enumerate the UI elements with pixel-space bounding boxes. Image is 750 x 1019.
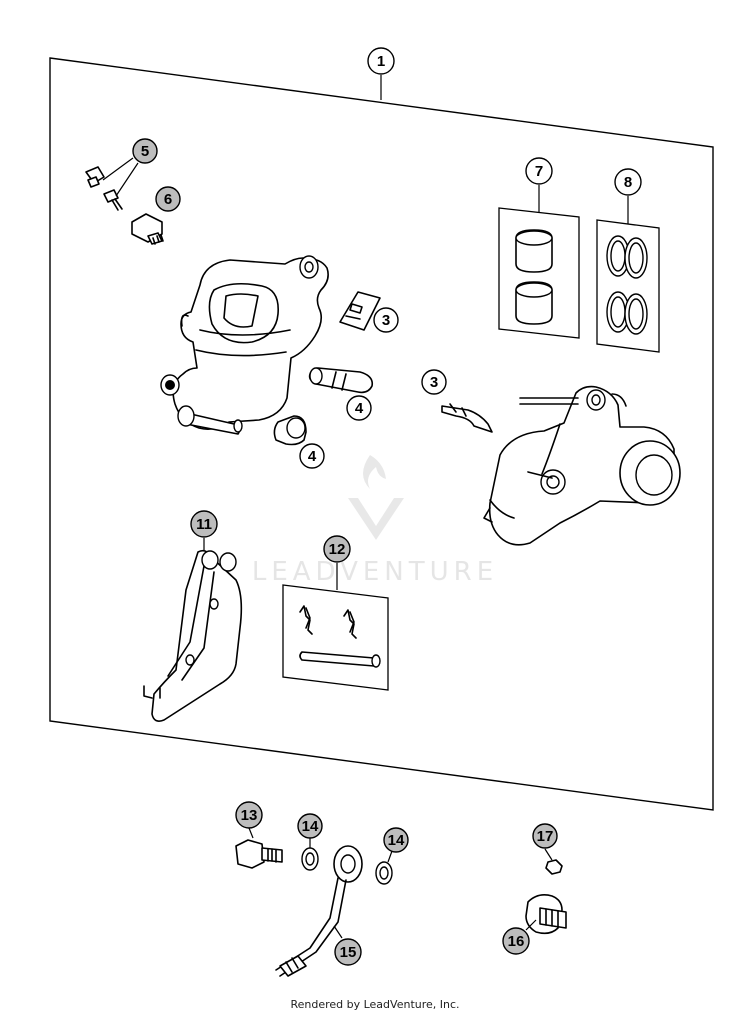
callout-4-lower: 4 (299, 443, 325, 469)
svg-text:1: 1 (377, 53, 385, 70)
svg-text:3: 3 (382, 312, 390, 329)
callout-3-upper: 3 (373, 307, 399, 333)
svg-text:6: 6 (164, 191, 172, 208)
svg-text:14: 14 (302, 818, 319, 835)
callout-17: 17 (532, 823, 558, 849)
svg-text:12: 12 (329, 541, 346, 558)
pad-spring-part (339, 291, 381, 331)
callout-14-left: 14 (297, 813, 323, 839)
callout-8: 8 (614, 168, 642, 196)
svg-text:4: 4 (355, 400, 364, 417)
plug-part (525, 894, 567, 935)
bleeder-screw-part (85, 157, 139, 211)
watermark-text: LEADVENTURE (252, 557, 498, 587)
seals-kit (596, 196, 660, 353)
slide-pin-part (308, 367, 374, 394)
svg-text:16: 16 (508, 933, 525, 950)
cap-part (544, 848, 563, 875)
kit-sheet-outline (49, 57, 714, 811)
svg-text:13: 13 (241, 807, 258, 824)
callout-6: 6 (155, 186, 181, 212)
callout-14-right: 14 (383, 827, 409, 853)
callout-13: 13 (235, 801, 263, 829)
bushing-part (273, 415, 307, 446)
sealing-washer-part (301, 838, 393, 885)
svg-text:5: 5 (141, 143, 149, 160)
brake-hose-part (275, 845, 363, 977)
svg-text:15: 15 (340, 944, 357, 961)
svg-text:17: 17 (537, 828, 554, 845)
callout-4-upper: 4 (346, 395, 372, 421)
callout-15: 15 (334, 938, 362, 966)
callout-11: 11 (190, 510, 218, 538)
callout-5: 5 (132, 138, 158, 164)
callout-16: 16 (502, 927, 530, 955)
brake-pads-part (143, 538, 243, 722)
banjo-bolt-part (235, 827, 283, 869)
svg-text:4: 4 (308, 448, 317, 465)
caliper-bracket (483, 385, 681, 546)
svg-text:14: 14 (388, 832, 405, 849)
callout-1: 1 (367, 47, 395, 75)
pad-clip-part (441, 403, 493, 433)
svg-text:11: 11 (196, 516, 212, 533)
watermark: LEADVENTURE (252, 455, 498, 587)
svg-text:8: 8 (624, 174, 632, 191)
svg-text:7: 7 (535, 163, 543, 180)
pin-kit (282, 563, 389, 691)
callout-7: 7 (525, 157, 553, 185)
svg-text:3: 3 (430, 374, 438, 391)
callout-3-lower: 3 (421, 369, 447, 395)
pistons-kit (498, 185, 580, 339)
callout-12: 12 (323, 535, 351, 563)
nut-part (131, 213, 164, 245)
caliper-body (160, 255, 329, 435)
render-credit: Rendered by LeadVenture, Inc. (290, 998, 460, 1011)
